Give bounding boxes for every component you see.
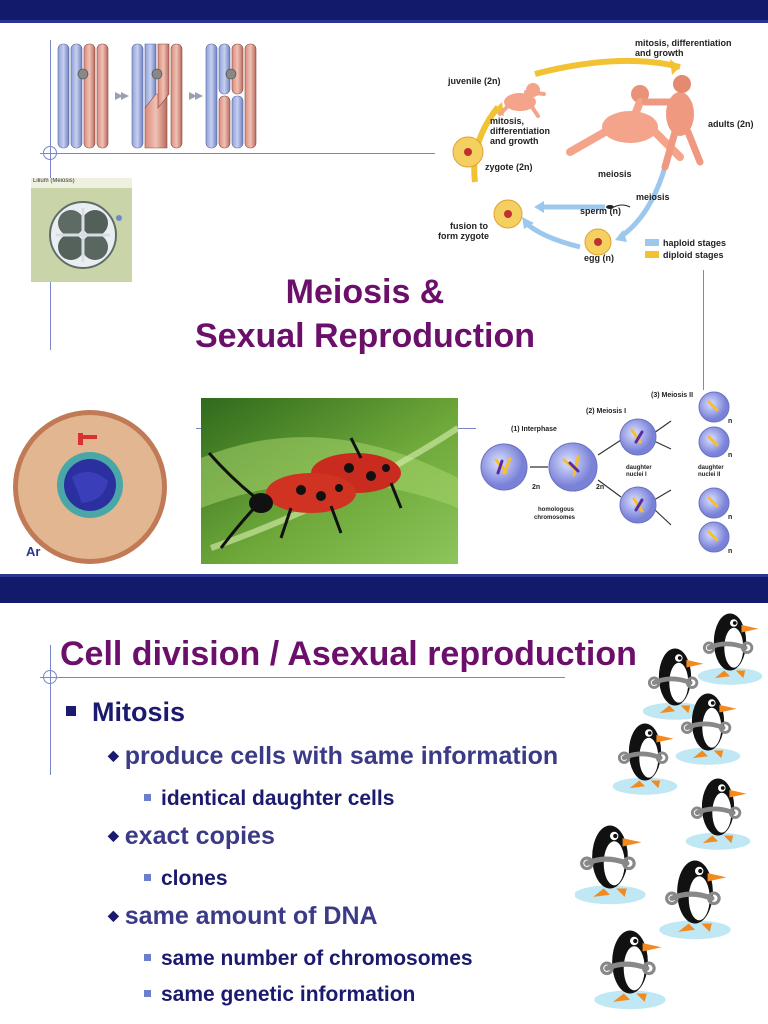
mating-beetles-photo: [201, 398, 458, 564]
label-left-mitosis-1: mitosis,: [490, 116, 524, 126]
animal-cell-illustration: [13, 410, 167, 564]
slide2-top-band: [0, 597, 768, 603]
penguin-clone-icon: [642, 648, 708, 720]
square-bullet-icon: [144, 953, 151, 961]
penguin-clone-icon: [575, 825, 646, 905]
slide2-title: Cell division / Asexual reproduction: [60, 635, 637, 673]
bullet-level2: ◆ same amount of DNA: [108, 902, 378, 931]
slide1-title: Meiosis & Sexual Reproduction: [150, 270, 580, 358]
penguin-clone-icon: [685, 778, 751, 850]
label-left-mitosis-3: and growth: [490, 136, 539, 146]
bullet-level3: identical daughter cells: [144, 787, 394, 811]
penguin-clone-icon: [697, 613, 763, 685]
bullet-same-information: produce cells with same information: [124, 742, 559, 770]
title-line-2: Sexual Reproduction: [194, 317, 536, 355]
penguin-clone-icon: [594, 930, 666, 1010]
label-ploidy-2n-b: 2n: [596, 484, 604, 491]
bullet-level3: same number of chromosomes: [144, 947, 473, 971]
penguin-clone-icon: [659, 860, 731, 940]
human-life-cycle-diagram: mitosis, differentiation and growth juve…: [438, 38, 754, 263]
square-bullet-icon: [144, 873, 151, 881]
legend-diploid: diploid stages: [663, 250, 724, 260]
label-ploidy-2n-a: 2n: [532, 484, 540, 491]
slide-cell-division: Cell division / Asexual reproduction Mit…: [0, 597, 768, 1024]
label-daughter-nuclei-1a: daughter: [626, 465, 652, 471]
square-bullet-icon: [144, 989, 151, 997]
chromosome-crossover-illustration: [57, 43, 257, 149]
bottom-band: [0, 577, 768, 597]
label-ploidy-n-2: n: [728, 452, 732, 459]
label-egg: egg (n): [584, 253, 614, 263]
bullet-mitosis: Mitosis: [92, 697, 186, 727]
micrograph-caption: Lilium (Meiosis): [33, 178, 75, 184]
label-fusion-1: fusion to: [450, 221, 488, 231]
top-band-accent: [0, 20, 768, 23]
title-line-1: Meiosis &: [285, 273, 445, 311]
label-left-mitosis-2: differentiation: [490, 126, 550, 136]
guide-crosshair: [43, 146, 57, 160]
cell-caption: Ar: [26, 544, 41, 559]
label-fusion-2: form zygote: [438, 231, 489, 241]
bottom-band-accent: [0, 574, 768, 577]
slide2-guide-crosshair: [43, 670, 57, 684]
bullet-clones: clones: [161, 867, 228, 890]
diamond-bullet-icon: ◆: [108, 826, 119, 843]
label-adults: adults (2n): [708, 119, 754, 129]
label-meiosis-1: meiosis: [598, 169, 632, 179]
label-sperm: sperm (n): [580, 206, 621, 216]
bullet-same-genetic-information: same genetic information: [161, 983, 416, 1006]
bullet-level3: same genetic information: [144, 983, 415, 1007]
label-daughter-nuclei-2a: daughter: [698, 465, 724, 471]
guide-line-horizontal: [40, 153, 435, 154]
bullet-level3: clones: [144, 867, 228, 891]
top-band: [0, 0, 768, 20]
bullet-level2: ◆ exact copies: [108, 822, 275, 851]
label-homologous-2: chromosomes: [534, 515, 576, 521]
legend-haploid: haploid stages: [663, 238, 726, 248]
label-ploidy-n-3: n: [728, 514, 732, 521]
meiosis-stages-diagram: (1) Interphase (2) Meiosis I (3) Meiosis…: [480, 391, 732, 555]
stage-meiosis-2: (3) Meiosis II: [651, 392, 693, 399]
label-meiosis-2: meiosis: [636, 192, 670, 202]
label-juvenile: juvenile (2n): [447, 76, 501, 86]
diamond-bullet-icon: ◆: [108, 746, 119, 763]
guide-line-right: [703, 270, 704, 390]
bullet-exact-copies: exact copies: [124, 822, 275, 850]
slide-meiosis: Lilium (Meiosis): [0, 0, 768, 597]
label-top-mitosis-1: mitosis, differentiation: [635, 38, 732, 48]
square-bullet-icon: [66, 705, 76, 716]
bullet-identical-daughter-cells: identical daughter cells: [161, 787, 395, 810]
label-ploidy-n-1: n: [728, 418, 732, 425]
label-top-mitosis-2: and growth: [635, 48, 684, 58]
square-bullet-icon: [144, 793, 151, 801]
label-ploidy-n-4: n: [728, 548, 732, 555]
bullet-level2: ◆ produce cells with same information: [108, 742, 558, 771]
label-daughter-nuclei-1b: nuclei I: [626, 472, 647, 478]
bullet-same-amount-dna: same amount of DNA: [124, 902, 378, 930]
tetrad-micrograph: Lilium (Meiosis): [31, 178, 132, 282]
label-homologous-1: homologous: [538, 507, 575, 513]
bullet-same-number-chromosomes: same number of chromosomes: [161, 947, 473, 970]
stage-meiosis-1: (2) Meiosis I: [586, 408, 626, 415]
penguin-clone-icon: [612, 723, 678, 795]
label-zygote: zygote (2n): [485, 162, 533, 172]
bullet-level1: Mitosis: [66, 697, 185, 728]
penguin-clone-icon: [675, 693, 741, 765]
diamond-bullet-icon: ◆: [108, 906, 119, 923]
penguin-clones-illustration: [575, 613, 763, 1010]
stage-interphase: (1) Interphase: [511, 426, 557, 433]
slide2-guide-horizontal: [40, 677, 565, 678]
slide2-guide-vertical: [50, 645, 51, 775]
label-daughter-nuclei-2b: nuclei II: [698, 472, 721, 478]
